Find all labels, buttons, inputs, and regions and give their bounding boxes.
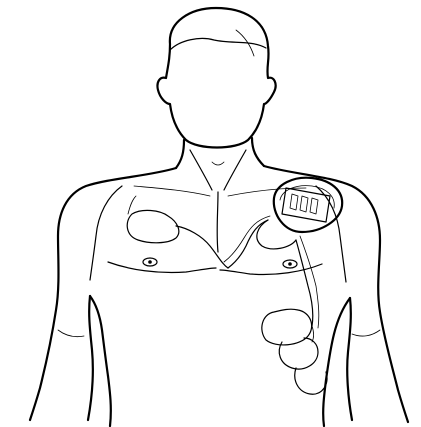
left-elbow-crease [58,330,84,337]
muscle-lines [58,186,380,337]
neck-crease [212,162,224,165]
right-inner-arm [347,298,352,420]
device-header-slot-1 [290,194,298,210]
lead-to-left-pad [176,226,228,268]
neck [176,138,264,190]
loop-3 [295,368,327,394]
head [157,8,275,148]
right-pec-line [220,264,322,275]
sternocleidomastoid-right [224,150,246,190]
right-nipple-center [288,262,292,266]
loop-connector [312,326,314,342]
clavicle-left [134,186,210,196]
lead-center-loop [228,220,268,268]
device-header-slot-2 [300,196,308,212]
loop-1 [262,309,312,345]
left-torso-lower [108,376,111,426]
device-lead-loop [257,220,296,249]
left-pec-line [108,262,216,273]
lead-up-left [128,196,136,214]
right-elbow-crease [352,330,380,336]
neck-right [252,138,264,166]
lead-down-right [296,240,313,326]
sternum-line [217,192,218,252]
left-inner-arm [88,296,93,420]
head-outline [157,8,275,148]
neck-left [176,140,184,168]
right-shoulder-arm [264,166,408,422]
left-electrode-pad [127,210,179,242]
device-header-slot-3 [310,198,318,214]
sternocleidomastoid-left [190,150,212,190]
hairline [170,38,266,50]
left-deltoid [90,186,122,280]
abdominal-loops [262,309,327,394]
torso-outline [30,166,408,426]
lead-down-right-2 [300,236,319,328]
left-shoulder-arm [30,168,176,420]
left-nipple-center [148,260,152,264]
